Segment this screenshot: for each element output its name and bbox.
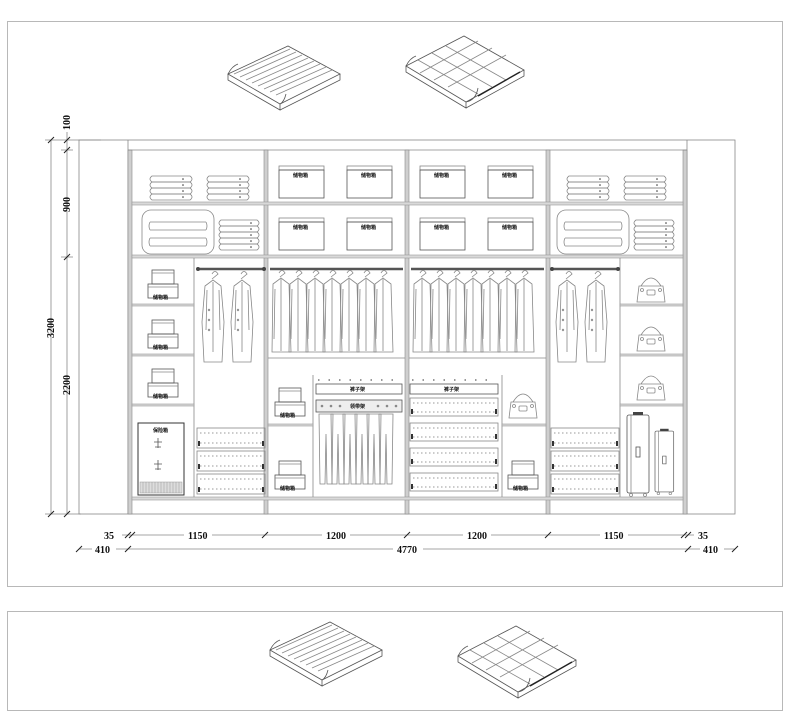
storage-box-label: 储物箱 <box>434 172 449 179</box>
shirt-group <box>412 270 535 353</box>
pull-out-basket-icon <box>550 450 620 472</box>
hanging-rod-icon <box>548 265 622 273</box>
storage-box-label: 储物箱 <box>513 485 528 492</box>
storage-box-label: 储物箱 <box>293 172 308 179</box>
storage-box-label: 储物箱 <box>361 172 376 179</box>
grid-tray-icon <box>457 625 577 699</box>
dim-total-height: 3200 <box>46 318 57 338</box>
wardrobe-frame <box>78 139 736 515</box>
dim-bay-4: 1150 <box>604 531 623 542</box>
quilt-icon <box>141 209 215 255</box>
dim-bay-1: 1150 <box>188 531 207 542</box>
storage-box-stack-icon <box>507 460 539 490</box>
storage-box-stack-icon <box>274 387 306 417</box>
folded-clothes-icon <box>633 219 675 251</box>
dim-lower-section: 2200 <box>62 375 73 395</box>
storage-box-stack-icon <box>147 269 179 299</box>
trouser-tray-icon <box>227 45 341 111</box>
dim-top-gap: 100 <box>62 115 73 130</box>
dim-upper-section: 900 <box>62 197 73 212</box>
storage-box-stack-icon <box>274 460 306 490</box>
safe-icon <box>137 422 185 496</box>
trouser-tray-icon <box>269 621 383 687</box>
trousers-group <box>318 413 394 485</box>
suitcase-icon <box>626 411 650 497</box>
trouser-rack-icon <box>409 379 499 395</box>
folded-clothes-icon <box>206 175 250 201</box>
tie-rack-icon <box>315 399 403 413</box>
pull-out-basket-icon <box>196 450 266 472</box>
folded-clothes-icon <box>149 175 193 201</box>
folded-clothes-icon <box>623 175 667 201</box>
storage-box-stack-icon <box>147 319 179 349</box>
storage-box-label: 储物箱 <box>153 294 168 301</box>
dim-left-side-panel: 35 <box>104 531 114 542</box>
storage-box-label: 储物箱 <box>361 224 376 231</box>
trouser-rack-label: 裤子架 <box>443 386 459 393</box>
storage-box-label: 储物箱 <box>153 393 168 400</box>
pull-out-basket-icon <box>550 427 620 449</box>
coat-icon <box>584 271 608 363</box>
pull-out-basket-icon <box>409 397 499 417</box>
dim-left-return: 410 <box>95 545 110 556</box>
coat-icon <box>230 271 254 363</box>
storage-box-label: 储物箱 <box>434 224 449 231</box>
handbag-icon <box>508 393 538 419</box>
suitcase-icon <box>654 428 675 496</box>
handbag-icon <box>636 326 666 352</box>
hanging-rod-icon <box>194 265 268 273</box>
trouser-rack-icon <box>315 379 403 395</box>
folded-clothes-icon <box>218 219 260 251</box>
dim-right-return: 410 <box>703 545 718 556</box>
pull-out-basket-icon <box>409 422 499 442</box>
dim-right-side-panel: 35 <box>698 531 708 542</box>
pull-out-basket-icon <box>196 473 266 495</box>
pull-out-basket-icon <box>196 427 266 449</box>
handbag-icon <box>636 277 666 303</box>
pull-out-basket-icon <box>409 472 499 492</box>
vertical-dimension-lines <box>45 132 101 518</box>
storage-box-label: 储物箱 <box>502 172 517 179</box>
storage-box-label: 储物箱 <box>502 224 517 231</box>
coat-icon <box>555 271 579 363</box>
accessory-panel <box>7 611 783 711</box>
dim-total-width: 4770 <box>397 545 417 556</box>
storage-box-label: 储物箱 <box>293 224 308 231</box>
storage-box-label: 储物箱 <box>153 344 168 351</box>
storage-box-label: 储物箱 <box>280 412 295 419</box>
dim-bay-3: 1200 <box>467 531 487 542</box>
storage-box-stack-icon <box>147 368 179 398</box>
handbag-icon <box>636 375 666 401</box>
pull-out-basket-icon <box>409 447 499 467</box>
folded-clothes-icon <box>566 175 610 201</box>
trouser-rack-label: 裤子架 <box>349 386 365 393</box>
grid-tray-icon <box>405 35 525 109</box>
storage-box-label: 储物箱 <box>280 485 295 492</box>
shirt-group <box>271 270 394 353</box>
tie-rack-label: 领带架 <box>350 403 365 410</box>
quilt-icon <box>556 209 630 255</box>
safe-label: 保险箱 <box>152 427 168 434</box>
pull-out-basket-icon <box>550 473 620 495</box>
coat-icon <box>201 271 225 363</box>
dim-bay-2: 1200 <box>326 531 346 542</box>
